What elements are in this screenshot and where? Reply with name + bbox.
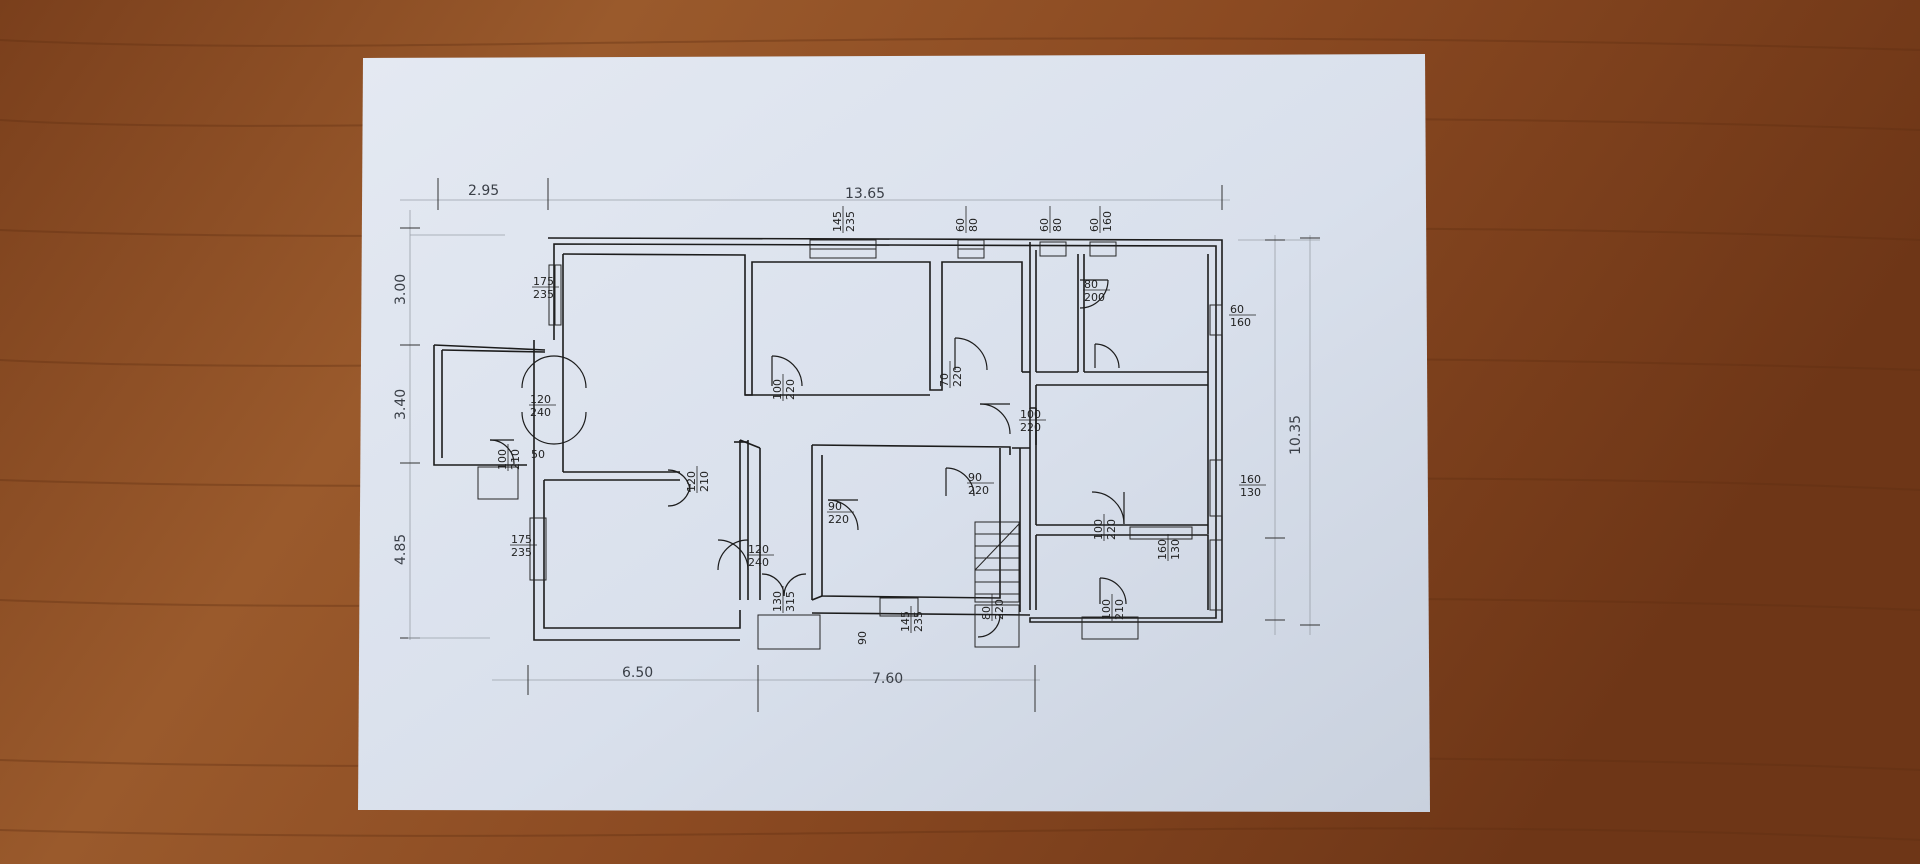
opening-width: 60 [1088,218,1101,232]
opening-height: 200 [1084,291,1105,304]
opening-height: 315 [784,591,797,612]
opening-width: 120 [530,393,551,406]
opening-height: 220 [1020,421,1041,434]
opening-height: 235 [511,546,532,559]
dim-right-total: 10.35 [1288,415,1304,455]
door-swings [489,279,1127,638]
opening-height: 80 [1051,218,1064,232]
opening-height: 240 [530,406,551,419]
opening-height: 240 [748,556,769,569]
opening-height: 220 [828,513,849,526]
opening-width: 145 [831,211,844,232]
opening-height: 220 [1105,519,1118,540]
stairs [974,521,1020,603]
opening-width: 60 [1230,303,1244,316]
opening-width: 70 [938,373,951,387]
opening-width: 60 [954,218,967,232]
opening-width: 175 [511,533,532,546]
opening-height: 220 [968,484,989,497]
dim-left-middle: 3.40 [393,389,409,420]
opening-width: 60 [1038,218,1051,232]
opening-width: 100 [1100,599,1113,620]
opening-width: 80 [980,606,993,620]
opening-height: 210 [698,471,711,492]
opening-width: 145 [899,611,912,632]
opening-width: 100 [1020,408,1041,421]
opening-height: 220 [993,599,1006,620]
opening-height: 130 [1169,539,1182,560]
small-mark-label: 50 [531,448,545,461]
opening-width: 130 [771,591,784,612]
opening-height: 80 [967,218,980,232]
dim-left-lower: 4.85 [393,534,409,565]
opening-width: 120 [685,471,698,492]
opening-width: 100 [771,379,784,400]
dim-left-upper: 3.00 [393,274,409,305]
opening-width: 175 [533,275,554,288]
windows [477,239,1223,650]
opening-height: 210 [509,449,522,470]
opening-height: 220 [951,366,964,387]
opening-height: 160 [1101,211,1114,232]
paper-sheet [358,54,1430,812]
opening-height: 130 [1240,486,1261,499]
opening-height: 235 [912,611,925,632]
opening-height: 210 [1113,599,1126,620]
opening-width: 90 [828,500,842,513]
opening-height: 220 [784,379,797,400]
opening-height: 235 [844,211,857,232]
opening-width: 100 [496,449,509,470]
dim-bottom-step: 90 [856,631,869,645]
dim-bottom-left: 6.50 [622,665,653,681]
opening-width: 100 [1092,519,1105,540]
dim-bottom-right: 7.60 [872,671,903,687]
dim-top-left: 2.95 [468,183,499,199]
opening-width: 160 [1156,539,1169,560]
floor-plan-walls [433,237,1223,641]
opening-width: 80 [1084,278,1098,291]
opening-width: 120 [748,543,769,556]
dimension-lines [400,178,1320,712]
opening-width: 90 [968,471,982,484]
opening-width: 160 [1240,473,1261,486]
opening-height: 160 [1230,316,1251,329]
dimension-labels: 2.95 13.65 3.00 3.40 4.85 10.35 6.50 7.6… [393,183,1304,687]
opening-height: 235 [533,288,554,301]
dim-top-total: 13.65 [845,186,885,202]
